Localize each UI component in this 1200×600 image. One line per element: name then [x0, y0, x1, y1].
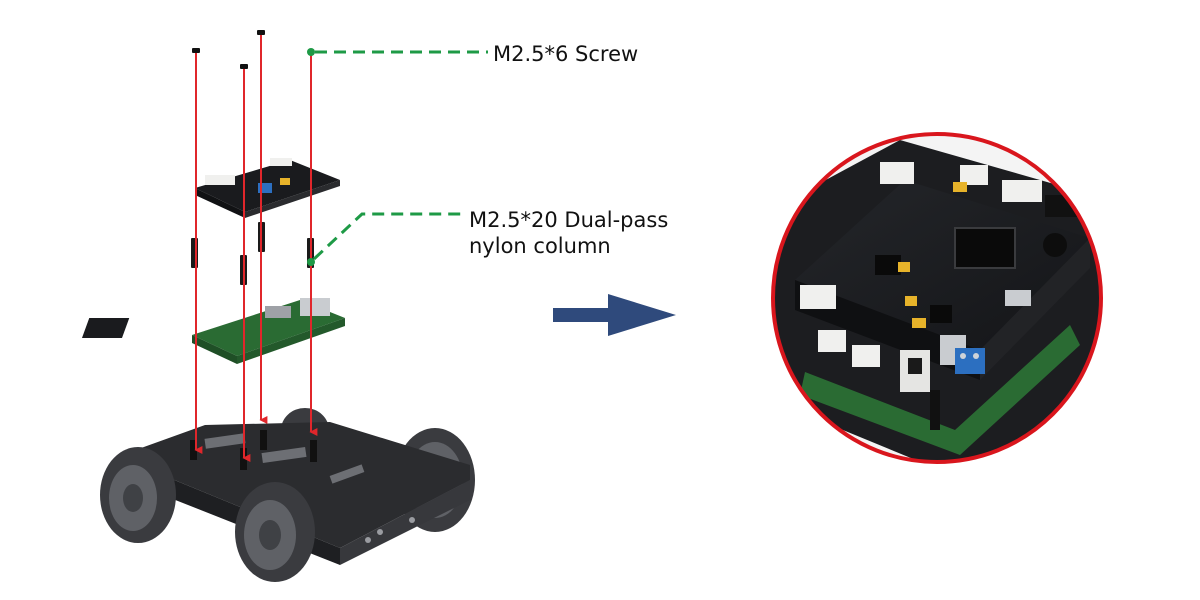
nylon-column-label-line2: nylon column	[469, 233, 668, 259]
mecanum-wheel-front-right	[235, 482, 315, 582]
mecanum-wheel-front-left	[100, 447, 176, 543]
leader-line-screw	[307, 48, 488, 56]
expansion-board	[195, 158, 340, 218]
screws	[192, 30, 265, 69]
leader-line-column	[307, 214, 462, 266]
assembly-arrows	[196, 34, 311, 458]
screw-label: M2.5*6 Screw	[493, 41, 638, 67]
raspberry-pi-board	[82, 298, 345, 364]
nylon-column-label: M2.5*20 Dual-pass nylon column	[469, 207, 668, 259]
right-arrow-icon	[553, 294, 676, 336]
nylon-columns	[191, 222, 314, 285]
nylon-column-label-line1: M2.5*20 Dual-pass	[469, 207, 668, 233]
robot-chassis	[100, 408, 475, 582]
zoomed-detail-view	[770, 134, 1110, 470]
